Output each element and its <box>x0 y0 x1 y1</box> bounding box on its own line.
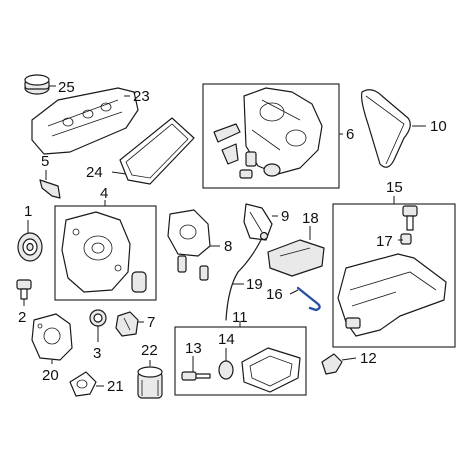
frame-timing-cover-group <box>202 83 340 189</box>
oil-filler-cap-part <box>24 74 50 95</box>
lower-pan-bolt-part <box>181 371 211 381</box>
leader-lines <box>23 85 426 387</box>
callout-7: 7 <box>147 314 155 331</box>
front-seal-part <box>89 309 107 327</box>
bracket-part <box>39 179 61 199</box>
valve-cover-gasket-part <box>119 117 195 185</box>
oil-pan-gasket-highlighted-part <box>296 286 321 312</box>
gasket-part <box>243 203 273 241</box>
oil-filter-part <box>137 366 163 399</box>
upper-oil-pan-part <box>337 253 447 337</box>
callout-8: 8 <box>224 238 232 255</box>
callout-labels: 25 23 24 5 6 10 15 4 1 9 18 17 8 19 16 2… <box>18 79 447 395</box>
callout-15: 15 <box>386 179 403 196</box>
callout-18: 18 <box>302 210 319 227</box>
callout-11: 11 <box>232 309 248 326</box>
callout-19: 19 <box>246 276 263 293</box>
callout-9: 9 <box>281 208 289 225</box>
callout-10: 10 <box>430 118 447 135</box>
oil-pump-part <box>31 313 73 361</box>
callout-21: 21 <box>107 378 124 395</box>
pulley-bolt-part <box>16 279 32 300</box>
callout-24: 24 <box>86 164 103 181</box>
seal-washer-part <box>218 360 234 380</box>
callout-6: 6 <box>346 126 354 143</box>
crank-pulley-part <box>17 232 43 262</box>
water-pump-part <box>167 209 211 281</box>
callout-23: 23 <box>133 88 150 105</box>
oil-strainer-part <box>69 371 97 397</box>
dipstick-tube-part <box>225 231 269 321</box>
callout-4: 4 <box>100 185 108 202</box>
callout-1: 1 <box>24 203 32 220</box>
lower-oil-pan-part <box>241 347 301 393</box>
pan-bolt-part <box>400 205 418 245</box>
baffle-plate-part <box>267 239 325 277</box>
callout-14: 14 <box>218 331 235 348</box>
callout-22: 22 <box>141 342 158 359</box>
callout-25: 25 <box>58 79 75 96</box>
front-cover-part <box>61 211 147 293</box>
callout-16: 16 <box>266 286 283 303</box>
valve-cover-part <box>31 87 139 155</box>
callout-12: 12 <box>360 350 377 367</box>
drain-plug-part <box>321 353 343 375</box>
callout-13: 13 <box>185 340 202 357</box>
callout-3: 3 <box>93 345 101 362</box>
timing-cover-part <box>213 87 323 179</box>
timing-chain-part <box>361 89 411 168</box>
callout-2: 2 <box>18 309 26 326</box>
mount-bracket-part <box>115 311 139 337</box>
callout-20: 20 <box>42 367 59 384</box>
callout-5: 5 <box>41 153 49 170</box>
callout-17: 17 <box>376 233 393 250</box>
